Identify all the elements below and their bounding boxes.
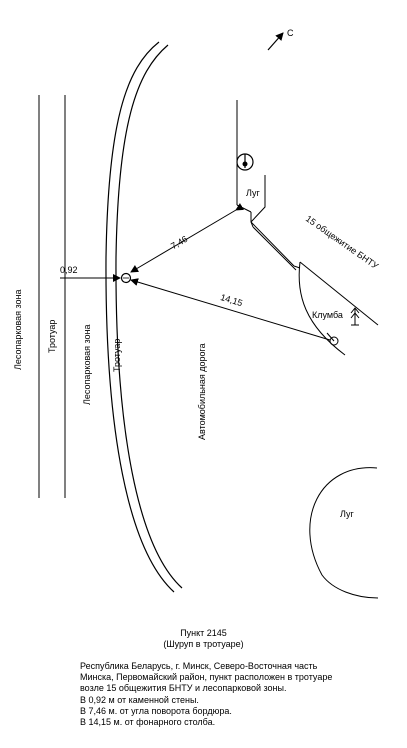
point-description: Республика Беларусь, г. Минск, Северо-Во… xyxy=(80,661,340,728)
forest-zone-middle-label: Лесопарковая зона xyxy=(82,324,92,405)
description-main: Республика Беларусь, г. Минск, Северо-Во… xyxy=(80,661,333,694)
location-scheme: С xyxy=(13,28,381,599)
dormitory-label: 15 общежитие БНТУ xyxy=(304,213,381,271)
description-line: В 0,92 м от каменной стены. xyxy=(80,694,199,705)
north-label: С xyxy=(287,28,294,38)
meadow-arc xyxy=(309,467,379,599)
point-subtitle: (Шуруп в тротуаре) xyxy=(163,639,244,649)
survey-point-marker xyxy=(120,272,132,284)
road-edge-inner xyxy=(115,44,183,589)
distance-label-wall: 0,92 xyxy=(60,265,78,275)
sidewalk-right-label: Тротуар xyxy=(112,339,122,372)
meadow-top-label: Луг xyxy=(246,188,261,198)
point-title: Пункт 2145 xyxy=(180,628,227,638)
distance-label-curb: 7,46 xyxy=(169,234,189,251)
flowerbed-lamp-icon xyxy=(326,332,339,346)
measure-line-to-curb xyxy=(130,202,245,273)
lamp-post-icon xyxy=(236,153,254,171)
flowerbed-label: Клумба xyxy=(312,310,343,320)
meadow-bottom-label: Луг xyxy=(340,509,355,519)
north-arrow: С xyxy=(267,28,294,51)
tree-icon xyxy=(350,307,360,326)
sidewalk-left-label: Тротуар xyxy=(47,320,57,353)
flowerbed-outline xyxy=(298,261,379,356)
building-wall xyxy=(250,221,301,271)
description-line: В 14,15 м. от фонарного столба. xyxy=(80,717,216,728)
curb-outline xyxy=(236,100,266,223)
forest-zone-left-label: Лесопарковая зона xyxy=(13,289,23,370)
description-line: В 7,46 м. от угла поворота бордюра. xyxy=(80,705,232,716)
road-label: Автомобильная дорога xyxy=(197,343,207,440)
road-edge-outer xyxy=(105,41,175,593)
measure-line-to-lamp xyxy=(130,278,331,341)
distance-label-lamp: 14,15 xyxy=(219,292,243,308)
